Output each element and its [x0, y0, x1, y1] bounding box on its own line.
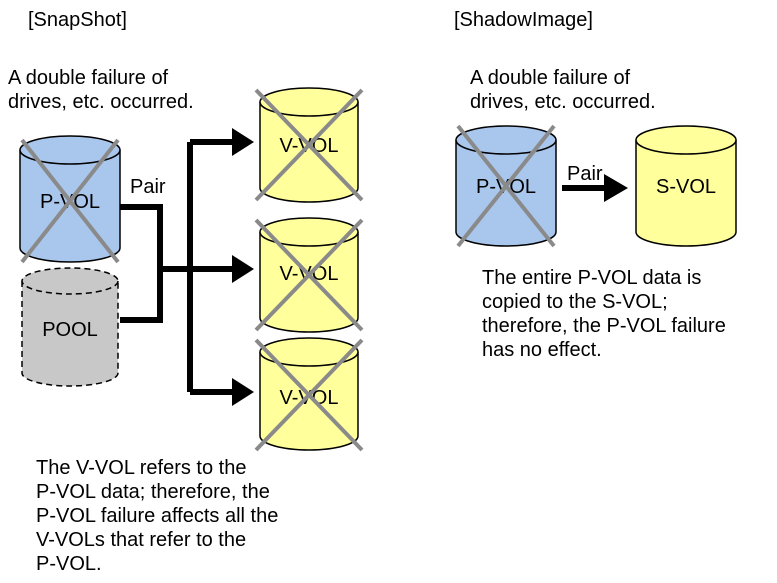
- snapshot-note-line-3: P-VOL failure affects all the: [36, 505, 279, 527]
- snapshot-event-line-2: drives, etc. occurred.: [8, 91, 194, 113]
- shadowimage-svol-cylinder: S-VOL: [635, 125, 737, 247]
- snapshot-pvol-failure-x-b: [20, 138, 120, 264]
- snapshot-note-line-5: P-VOL.: [36, 553, 102, 575]
- snapshot-pvol-connector: [120, 204, 190, 272]
- snapshot-pair-label: Pair: [130, 176, 166, 198]
- snapshot-pool-cylinder: POOL: [21, 267, 119, 387]
- shadowimage-pvol-failure-x-b: [456, 124, 556, 248]
- snapshot-pool-connector: [120, 266, 190, 323]
- snapshot-vvol-cylinder-1: V-VOL: [254, 87, 364, 203]
- snapshot-vvol-label-3: V-VOL: [280, 387, 339, 409]
- snapshot-title: [SnapShot]: [28, 9, 127, 31]
- snapshot-note-line-4: V-VOLs that refer to the: [36, 529, 247, 551]
- snapshot-connectors: [120, 139, 232, 395]
- shadowimage-note-line-3: therefore, the P-VOL failure: [482, 315, 726, 337]
- snapshot-pvol-top: [19, 135, 121, 165]
- shadowimage-title: [ShadowImage]: [454, 9, 593, 31]
- snapshot-vvol-1-failure-x-b: [254, 88, 364, 202]
- snapshot-arrowhead-mid: [232, 255, 254, 283]
- shadowimage-event-line-2: drives, etc. occurred.: [470, 91, 656, 113]
- snapshot-vvol-2-failure-x-b: [254, 218, 364, 332]
- shadowimage-note-line-1: The entire P-VOL data is: [482, 267, 702, 289]
- snapshot-arrowhead-top: [232, 128, 254, 156]
- snapshot-vvol-cylinder-3: V-VOL: [254, 337, 364, 452]
- shadowimage-note-line-4: has no effect.: [482, 339, 602, 361]
- shadowimage-note-line-2: copied to the S-VOL;: [482, 291, 668, 313]
- shadowimage-svol-label: S-VOL: [656, 176, 716, 198]
- snapshot-vvol-cylinder-2: V-VOL: [254, 217, 364, 333]
- shadowimage-pair-arrowhead: [604, 174, 628, 202]
- shadowimage-pvol-cylinder: P-VOL: [455, 124, 557, 248]
- snapshot-pvol-cylinder: P-VOL: [19, 135, 121, 264]
- shadowimage-event-line-1: A double failure of: [470, 67, 631, 89]
- snapshot-pool-label: POOL: [42, 319, 98, 341]
- shadowimage-pair-label: Pair: [567, 163, 603, 185]
- snapshot-pool-body: [21, 281, 119, 387]
- snapshot-arrowhead-bottom: [232, 378, 254, 406]
- snapshot-pool-top: [21, 267, 119, 295]
- snapshot-event-line-1: A double failure of: [8, 67, 169, 89]
- snapshot-vvol-3-failure-x-b: [254, 338, 364, 452]
- snapshot-note-line-1: The V-VOL refers to the: [36, 457, 247, 479]
- snapshot-note-line-2: P-VOL data; therefore, the: [36, 481, 270, 503]
